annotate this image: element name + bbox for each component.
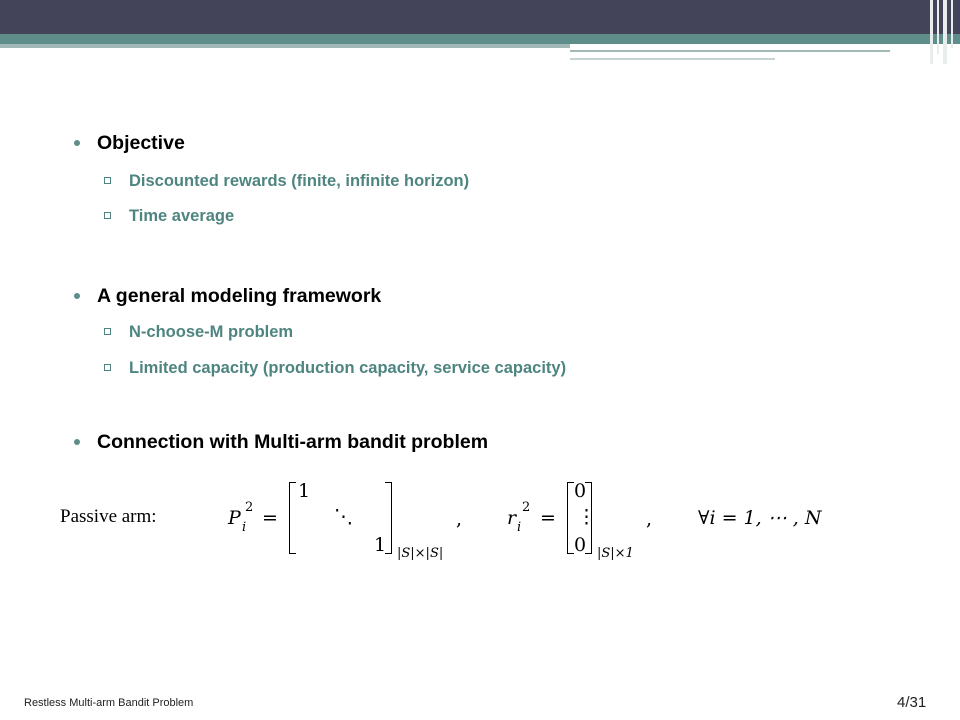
equals-sign: = bbox=[540, 507, 556, 529]
equals-sign: = bbox=[262, 507, 278, 529]
sub-bullet-text: Discounted rewards (finite, infinite hor… bbox=[129, 172, 470, 190]
equation-comma: , bbox=[456, 508, 463, 530]
bullet-dot-icon bbox=[74, 293, 80, 299]
header-accent-band bbox=[0, 34, 960, 44]
header-rule-thin bbox=[570, 50, 890, 52]
bullet-dot-icon bbox=[74, 140, 80, 146]
vector-right-bracket bbox=[585, 482, 592, 554]
p-symbol: P bbox=[228, 507, 241, 529]
passive-arm-equation: Passive arm: P i 2 = 1 ⋱ 1 |S|×|S| , r i… bbox=[0, 470, 960, 570]
bullet-text: A general modeling framework bbox=[97, 285, 382, 307]
header-rule bbox=[0, 44, 570, 48]
vector-dimension: |S|×1 bbox=[597, 546, 634, 561]
sub-bullet-text: N-choose-M problem bbox=[129, 323, 294, 341]
matrix-entry-bottom: 1 bbox=[374, 534, 387, 556]
matrix-dimension: |S|×|S| bbox=[397, 546, 444, 561]
matrix-diagonal-dots: ⋱ bbox=[334, 506, 353, 528]
r-subscript: i bbox=[517, 520, 522, 535]
header-rule-thin-2 bbox=[570, 58, 775, 60]
p-subscript: i bbox=[242, 520, 247, 535]
header-corner-stripes bbox=[928, 0, 960, 64]
bullet-text: Objective bbox=[97, 132, 185, 154]
square-bullet-icon bbox=[104, 328, 111, 335]
equation-comma: , bbox=[646, 508, 653, 530]
r-superscript: 2 bbox=[522, 500, 531, 515]
r-symbol: r bbox=[507, 507, 517, 529]
vector-left-bracket bbox=[567, 482, 574, 554]
p-superscript: 2 bbox=[245, 500, 254, 515]
matrix-entry-top: 1 bbox=[298, 480, 311, 502]
square-bullet-icon bbox=[104, 177, 111, 184]
equation-label: Passive arm: bbox=[60, 506, 157, 527]
matrix-right-bracket bbox=[385, 482, 392, 554]
page-number: 4/31 bbox=[897, 694, 927, 711]
vector-entry-bottom: 0 bbox=[574, 534, 587, 556]
matrix-left-bracket bbox=[289, 482, 296, 554]
square-bullet-icon bbox=[104, 364, 111, 371]
square-bullet-icon bbox=[104, 212, 111, 219]
bullet-text: Connection with Multi-arm bandit problem bbox=[97, 431, 489, 453]
footer-title: Restless Multi-arm Bandit Problem bbox=[24, 697, 194, 709]
header-band bbox=[0, 0, 960, 34]
bullet-dot-icon bbox=[74, 439, 80, 445]
sub-bullet-text: Time average bbox=[129, 207, 235, 225]
sub-bullet-text: Limited capacity (production capacity, s… bbox=[129, 359, 567, 377]
vector-entry-top: 0 bbox=[574, 480, 587, 502]
for-all-condition: ∀i = 1, ⋯ , N bbox=[698, 507, 822, 529]
